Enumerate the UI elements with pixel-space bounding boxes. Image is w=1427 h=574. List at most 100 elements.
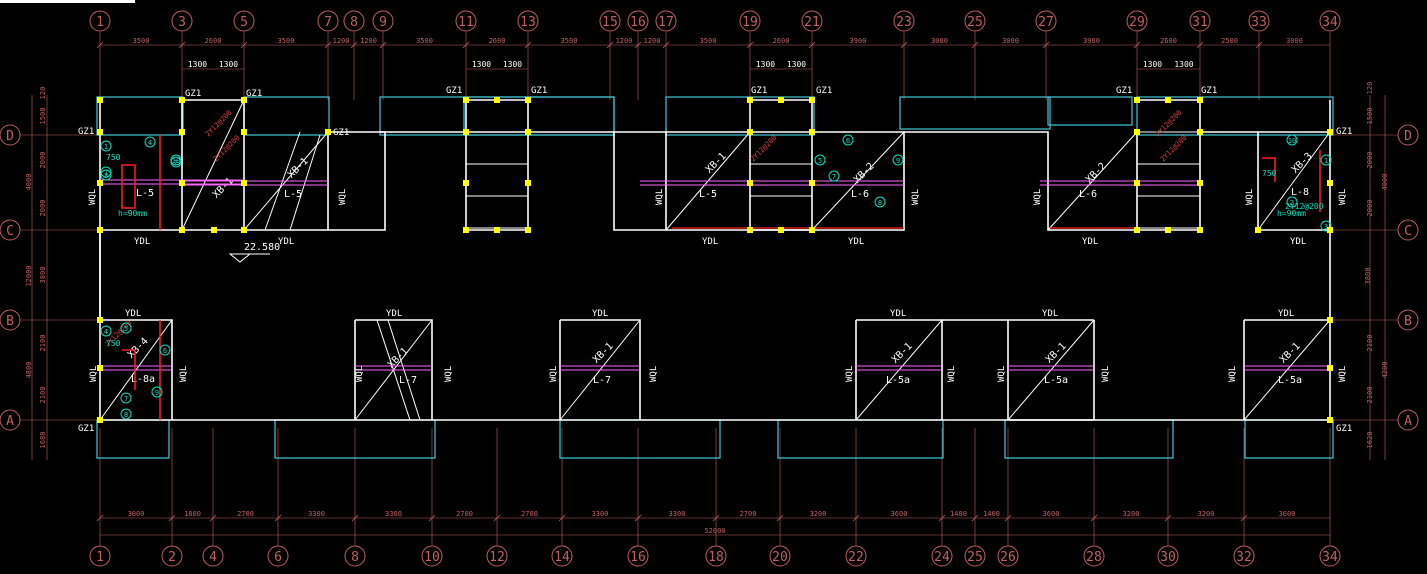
axis-bubble — [343, 10, 365, 32]
dim-tick — [712, 514, 720, 522]
tag-label: 9 — [155, 389, 159, 397]
column-markers — [97, 97, 1333, 423]
axis-bubble-label: 24 — [934, 550, 950, 565]
column — [1165, 97, 1171, 103]
dim-text: 1300 — [1174, 60, 1193, 69]
column — [179, 129, 185, 135]
dim-text: 3000 — [1286, 37, 1303, 45]
column — [747, 97, 753, 103]
axis-bubble — [893, 10, 915, 32]
dim-text: 1200 — [360, 37, 377, 45]
dim-text: 3000 — [1002, 37, 1019, 45]
column — [1255, 227, 1261, 233]
wql-label: WQL — [1033, 189, 1043, 205]
gz-label: GZ1 — [446, 86, 462, 96]
wql-label: WQL — [845, 366, 855, 382]
column — [97, 129, 103, 135]
ydl-label: YDL — [1290, 237, 1306, 247]
dim-text: 3500 — [700, 37, 717, 45]
dim-text: 3300 — [592, 510, 609, 518]
tag-circle — [151, 386, 163, 398]
axis-bubble — [1126, 10, 1148, 32]
wall-line — [942, 319, 1095, 421]
axis-bubble — [705, 545, 727, 567]
ydl-label: YDL — [134, 237, 150, 247]
axis-bubble-label: 1 — [96, 15, 104, 30]
balcony-outline — [899, 96, 1051, 130]
tag-circle — [100, 140, 112, 152]
column — [463, 180, 469, 186]
tag-label: 1 — [104, 143, 108, 151]
wall-line — [99, 100, 1331, 421]
tag-circle — [159, 344, 171, 356]
dim-text: 2600 — [205, 37, 222, 45]
axis-bubble-label: 13 — [520, 15, 536, 30]
axis-bubble-label: 28 — [1086, 550, 1102, 565]
dim-text: 1500 — [1366, 108, 1374, 125]
dim-text: 2100 — [1366, 387, 1374, 404]
gz-label: GZ1 — [531, 86, 547, 96]
tag-circle — [828, 170, 840, 182]
wql-label: WQL — [947, 366, 957, 382]
column — [809, 227, 815, 233]
dim-tick — [1042, 41, 1050, 49]
dim-tick — [209, 514, 217, 522]
dim-tick — [274, 514, 282, 522]
tag-label: 5 — [818, 157, 822, 165]
dim-text: 3000 — [128, 510, 145, 518]
dim-text: 3800 — [39, 267, 47, 284]
rebar-note: 2Y12@200 — [1285, 202, 1324, 211]
dim-text: 2100 — [1366, 335, 1374, 352]
tag-label: 7 — [124, 395, 128, 403]
tag-label: 2 — [174, 159, 178, 167]
axis-bubble-label: 7 — [324, 15, 332, 30]
axis-bubble — [1157, 545, 1179, 567]
axis-bubble — [0, 124, 21, 146]
dim-tick — [1240, 514, 1248, 522]
column — [97, 227, 103, 233]
axis-bubble-label: 31 — [1192, 15, 1208, 30]
axis-bubble-label: A — [1404, 414, 1412, 429]
thickness-note: h=90mm — [1277, 209, 1306, 218]
tag-circle — [1286, 134, 1298, 146]
balcony-outline — [1244, 419, 1334, 459]
axis-bubble-label: 14 — [554, 550, 570, 565]
axis-bubble-label: 34 — [1322, 550, 1338, 565]
balcony-outline — [559, 419, 721, 459]
column — [1327, 227, 1333, 233]
axis-bubble-label: 9 — [379, 15, 387, 30]
dim-tick — [1164, 514, 1172, 522]
dim-tick — [971, 514, 979, 522]
column — [525, 97, 531, 103]
column — [97, 365, 103, 371]
slab-diagonal — [1257, 131, 1331, 231]
rebar-note: 2Y12@200 — [1154, 109, 1183, 138]
dim-text: 12000 — [25, 265, 33, 286]
column — [325, 129, 331, 135]
dim-text: 3200 — [1198, 510, 1215, 518]
dim-tick — [493, 514, 501, 522]
ydl-label: YDL — [890, 309, 906, 319]
column — [97, 317, 103, 323]
axis-bubble-label: 16 — [630, 550, 646, 565]
axis-bubble-label: 4 — [209, 550, 217, 565]
wql-label: WQL — [649, 366, 659, 382]
column — [1134, 227, 1140, 233]
axis-bubble-label: C — [6, 224, 14, 239]
wall-line — [1200, 131, 1330, 231]
dim-tick — [324, 41, 332, 49]
axis-bubble-label: B — [6, 314, 14, 329]
dim-tick — [1196, 41, 1204, 49]
ydl-label: YDL — [278, 237, 294, 247]
wql-label: WQL — [1101, 366, 1111, 382]
balcony-outlines — [96, 96, 1334, 459]
axis-bubble — [1319, 10, 1341, 32]
axis-bubble — [171, 10, 193, 32]
slab-label: XB-3 — [1290, 151, 1315, 176]
dim-tick — [776, 514, 784, 522]
dim-tick — [746, 41, 754, 49]
axis-bubble-label: 8 — [350, 15, 358, 30]
spacing-note: 750 — [106, 153, 121, 162]
dim-text: 2700 — [521, 510, 538, 518]
